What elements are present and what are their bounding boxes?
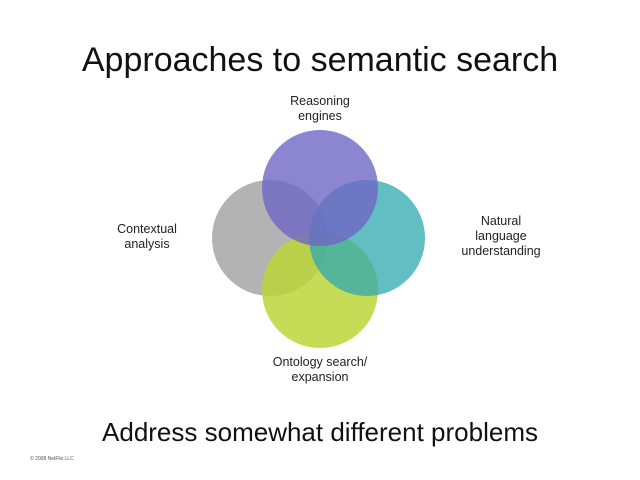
slide-subtitle: Address somewhat different problems	[102, 417, 538, 447]
label-ontology-search-expansion: Ontology search/ expansion	[272, 355, 368, 384]
label-reasoning-engines: Reasoning engines	[290, 94, 350, 123]
copyright-notice: © 2008 NetFlix LLC	[30, 456, 74, 462]
circle-reasoning	[262, 130, 378, 246]
label-natural-language-understanding: Natural language understanding	[461, 214, 541, 258]
slide-title: Approaches to semantic search	[81, 41, 559, 79]
label-contextual-analysis: Contextual analysis	[117, 222, 177, 251]
